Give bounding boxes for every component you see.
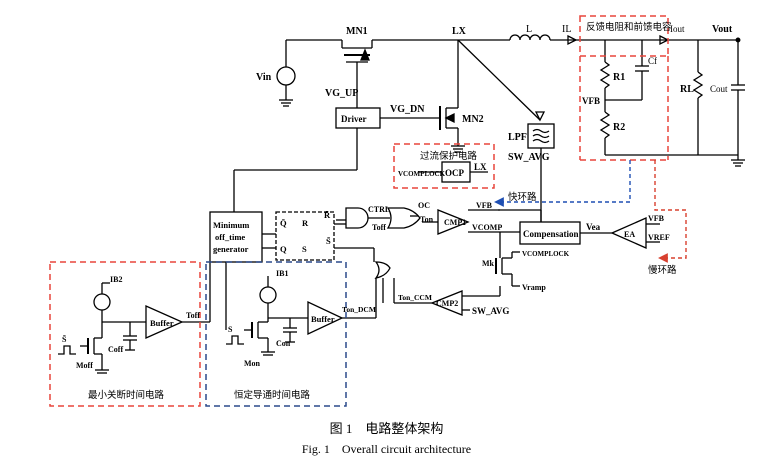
caption-en: Fig. 1 Overall circuit architecture (301, 442, 472, 456)
label-ctrl: CTRL (368, 205, 390, 214)
label-rbar: R̄ (324, 210, 331, 220)
il-arrow (567, 34, 578, 46)
label-min-off-circuit: 最小关断时间电路 (88, 389, 165, 401)
label-toff2: Toff (186, 311, 200, 320)
label-ocp: OCP (445, 168, 465, 178)
label-lx: LX (452, 26, 467, 37)
label-vfb: VFB (582, 96, 600, 106)
buffer1-block (145, 304, 184, 340)
label-cmp1: CMP1 (444, 218, 466, 227)
label-buffer2: Buffer (311, 314, 335, 324)
caption-cn: 图 1 电路整体架构 (329, 421, 444, 436)
mn1-transistor (341, 40, 373, 108)
label-r-in: R (302, 218, 309, 228)
s-pulse (58, 345, 76, 355)
inductor-l (509, 34, 551, 41)
ea-amplifier (610, 217, 647, 249)
label-mk: Mk (482, 259, 495, 268)
label-ton: Ton (420, 215, 434, 224)
label-slow-loop: 慢环路 (648, 264, 677, 276)
label-sw-avg2: SW_AVG (472, 306, 509, 316)
label-ocp-title: 过流保护电路 (420, 150, 478, 162)
label-s2: S (228, 325, 233, 334)
label-s-in: S (302, 244, 307, 254)
r2-resistor (599, 111, 611, 139)
feedback-region (579, 15, 669, 57)
buffer2-block (307, 300, 344, 336)
label-moff: Moff (76, 361, 93, 370)
label-rl: RL (680, 84, 694, 95)
label-fast-loop: 快环路 (508, 191, 537, 203)
label-sw-avg: SW_AVG (508, 152, 550, 163)
label-lx2: LX (474, 162, 487, 172)
rl-resistor (692, 71, 704, 99)
label-vea: Vea (586, 222, 601, 232)
ib1-source (259, 286, 277, 304)
label-vfb3: VFB (648, 214, 665, 223)
label-cf: Cf (648, 56, 657, 66)
label-sbar2: S̄ (62, 335, 67, 344)
label-ib2: IB2 (110, 275, 122, 284)
label-q: Q (280, 244, 287, 254)
label-vcomplock2: VCOMPLOCK (522, 250, 570, 258)
label-l: L (526, 24, 532, 35)
label-con: Con (276, 339, 291, 348)
min-off-region (49, 261, 201, 407)
label-ton-dcm: Ton_DCM (342, 305, 376, 314)
label-il: IL (562, 24, 571, 35)
label-vcomp: VCOMP (472, 223, 502, 232)
cmp2-comparator (430, 290, 463, 316)
label-const-on-circuit: 恒定导通时间电路 (234, 389, 311, 401)
label-compensation: Compensation (523, 229, 579, 239)
r1-resistor (599, 61, 611, 89)
label-oc: OC (418, 201, 430, 210)
oc-or-gate (386, 207, 421, 229)
const-on-region (205, 261, 347, 407)
mn2-transistor (439, 40, 465, 153)
label-vcomplock: VCOMPLOCK (398, 170, 446, 178)
label-min-offtime-1: Minimum (213, 220, 249, 230)
label-iout: Iout (670, 24, 685, 34)
label-cout: Cout (710, 84, 728, 94)
label-driver: Driver (341, 114, 366, 124)
label-feedback-title: 反馈电阻和前馈电容 (586, 21, 672, 33)
label-vg-up: VG_UP (325, 88, 358, 99)
vin-source (276, 40, 296, 107)
rs-latch (275, 211, 335, 261)
label-buffer1: Buffer (150, 318, 174, 328)
label-min-offtime-2: off_time (215, 232, 245, 242)
label-min-offtime-3: generator (213, 244, 249, 254)
label-toff: Toff (372, 223, 386, 232)
label-sbar: S̄ (326, 236, 331, 246)
label-ib1: IB1 (276, 269, 288, 278)
ctrl-and-gate (345, 207, 369, 229)
fast-loop-path (494, 160, 631, 207)
label-ton-ccm: Ton_CCM (398, 293, 432, 302)
label-coff: Coff (108, 345, 123, 354)
ocp-region (393, 143, 495, 189)
label-vramp: Vramp (522, 283, 546, 292)
label-qbar: Q̄ (280, 218, 287, 228)
ib2-source (93, 293, 111, 311)
label-vg-dn: VG_DN (390, 104, 425, 115)
iout-arrow (659, 34, 670, 46)
label-ea: EA (624, 230, 635, 239)
label-mon: Mon (244, 359, 261, 368)
label-lpf: LPF (508, 132, 527, 143)
label-vin: Vin (256, 72, 272, 83)
label-mn2: MN2 (462, 114, 484, 125)
label-cmp2: CMP2 (436, 299, 458, 308)
slow-loop-path (654, 160, 687, 263)
label-mn1: MN1 (346, 26, 368, 37)
ton-or-gate (374, 261, 391, 279)
label-vfb2: VFB (476, 201, 493, 210)
label-r2: R2 (613, 122, 625, 133)
label-vout: Vout (712, 24, 733, 35)
label-vref: VREF (648, 233, 670, 242)
label-r1: R1 (613, 72, 625, 83)
